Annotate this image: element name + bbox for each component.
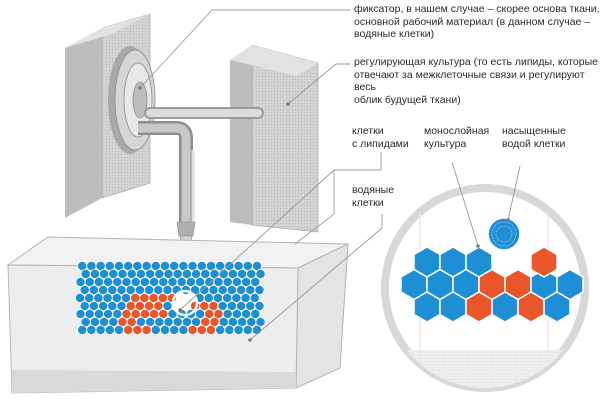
monolayer-label-line: культура bbox=[424, 137, 467, 150]
holder-disk bbox=[108, 46, 156, 154]
tray-cell bbox=[249, 293, 260, 303]
tray-cell bbox=[187, 325, 198, 335]
monolayer-label: монослойная культура bbox=[424, 125, 489, 150]
culture-label-line: отвечают за межклеточные связи и регулир… bbox=[354, 68, 585, 94]
lipid-cells-label-line: клетки bbox=[352, 125, 384, 137]
water-hex-cell bbox=[491, 291, 519, 323]
monolayer-label-line: монослойная bbox=[424, 125, 490, 137]
culture-label-line: облик будущей ткани) bbox=[354, 93, 461, 106]
feed-tubes bbox=[138, 107, 264, 222]
culture-label: регулирующая культура (то есть липиды, к… bbox=[354, 56, 604, 106]
tray-cell bbox=[250, 309, 261, 319]
tray-cell bbox=[206, 325, 216, 335]
magnified-view bbox=[381, 184, 589, 392]
water-hex-cell bbox=[556, 268, 584, 301]
tray-cell bbox=[141, 325, 152, 335]
tray-cell bbox=[75, 293, 85, 303]
saturated-cells-label-line: водой клетки bbox=[502, 137, 566, 150]
tray-cell bbox=[132, 325, 143, 335]
tray-cell bbox=[242, 325, 253, 335]
tray-cell bbox=[224, 325, 235, 335]
tray-cell bbox=[95, 325, 106, 335]
tray-cell bbox=[160, 325, 170, 335]
tray-cell bbox=[255, 269, 266, 279]
fixator-label-line: основной рабочий материал (в данном случ… bbox=[354, 15, 591, 28]
water-cells-label-line: водяные bbox=[352, 184, 395, 196]
tray-cell bbox=[215, 325, 226, 335]
lipid-hex-cell bbox=[530, 246, 558, 278]
water-hex-cell bbox=[413, 291, 441, 323]
tray-cell bbox=[233, 325, 244, 335]
lipid-cells-label: клетки с липидами bbox=[352, 125, 409, 150]
fixator-label-line: фиксатор, в нашем случае – скорее основа… bbox=[354, 3, 600, 15]
water-cells-label-line: клетки bbox=[352, 196, 384, 209]
magnifier-focus-circle bbox=[171, 289, 199, 317]
tray-cell bbox=[150, 325, 161, 335]
lipid-hex-cell bbox=[465, 291, 493, 323]
tray-cell bbox=[77, 325, 88, 335]
lipid-hex-cell bbox=[517, 291, 545, 323]
tray-cell bbox=[178, 325, 189, 335]
leader-lines bbox=[139, 9, 521, 341]
culture-label-line: регулирующая культура (то есть липиды, к… bbox=[354, 56, 598, 68]
tray-cell-cluster bbox=[75, 261, 266, 335]
fixator-label: фиксатор, в нашем случае – скорее основа… bbox=[354, 3, 600, 41]
right-culture-panel bbox=[230, 44, 319, 233]
tray-cell bbox=[196, 325, 207, 335]
saturated-cells-label-line: насыщенные bbox=[502, 125, 566, 137]
tray-cell bbox=[169, 325, 180, 335]
tray-cell bbox=[252, 325, 262, 335]
tray-cell bbox=[250, 277, 261, 287]
tray-cell bbox=[75, 309, 86, 319]
saturated-cells-label: насыщенные водой клетки bbox=[502, 125, 566, 150]
tray-cell bbox=[104, 325, 115, 335]
lipid-cells-label-line: с липидами bbox=[352, 137, 409, 150]
tray-cell bbox=[114, 325, 124, 335]
tray-cell bbox=[86, 325, 97, 335]
tray-cell bbox=[254, 285, 265, 295]
water-hex-cell bbox=[439, 291, 467, 323]
water-cells-label: водяные клетки bbox=[352, 184, 394, 209]
tray-cell bbox=[254, 301, 265, 311]
leader-dots bbox=[138, 86, 510, 342]
fixator-label-line: водяные клетки) bbox=[354, 28, 435, 40]
tray-cell bbox=[123, 325, 134, 335]
